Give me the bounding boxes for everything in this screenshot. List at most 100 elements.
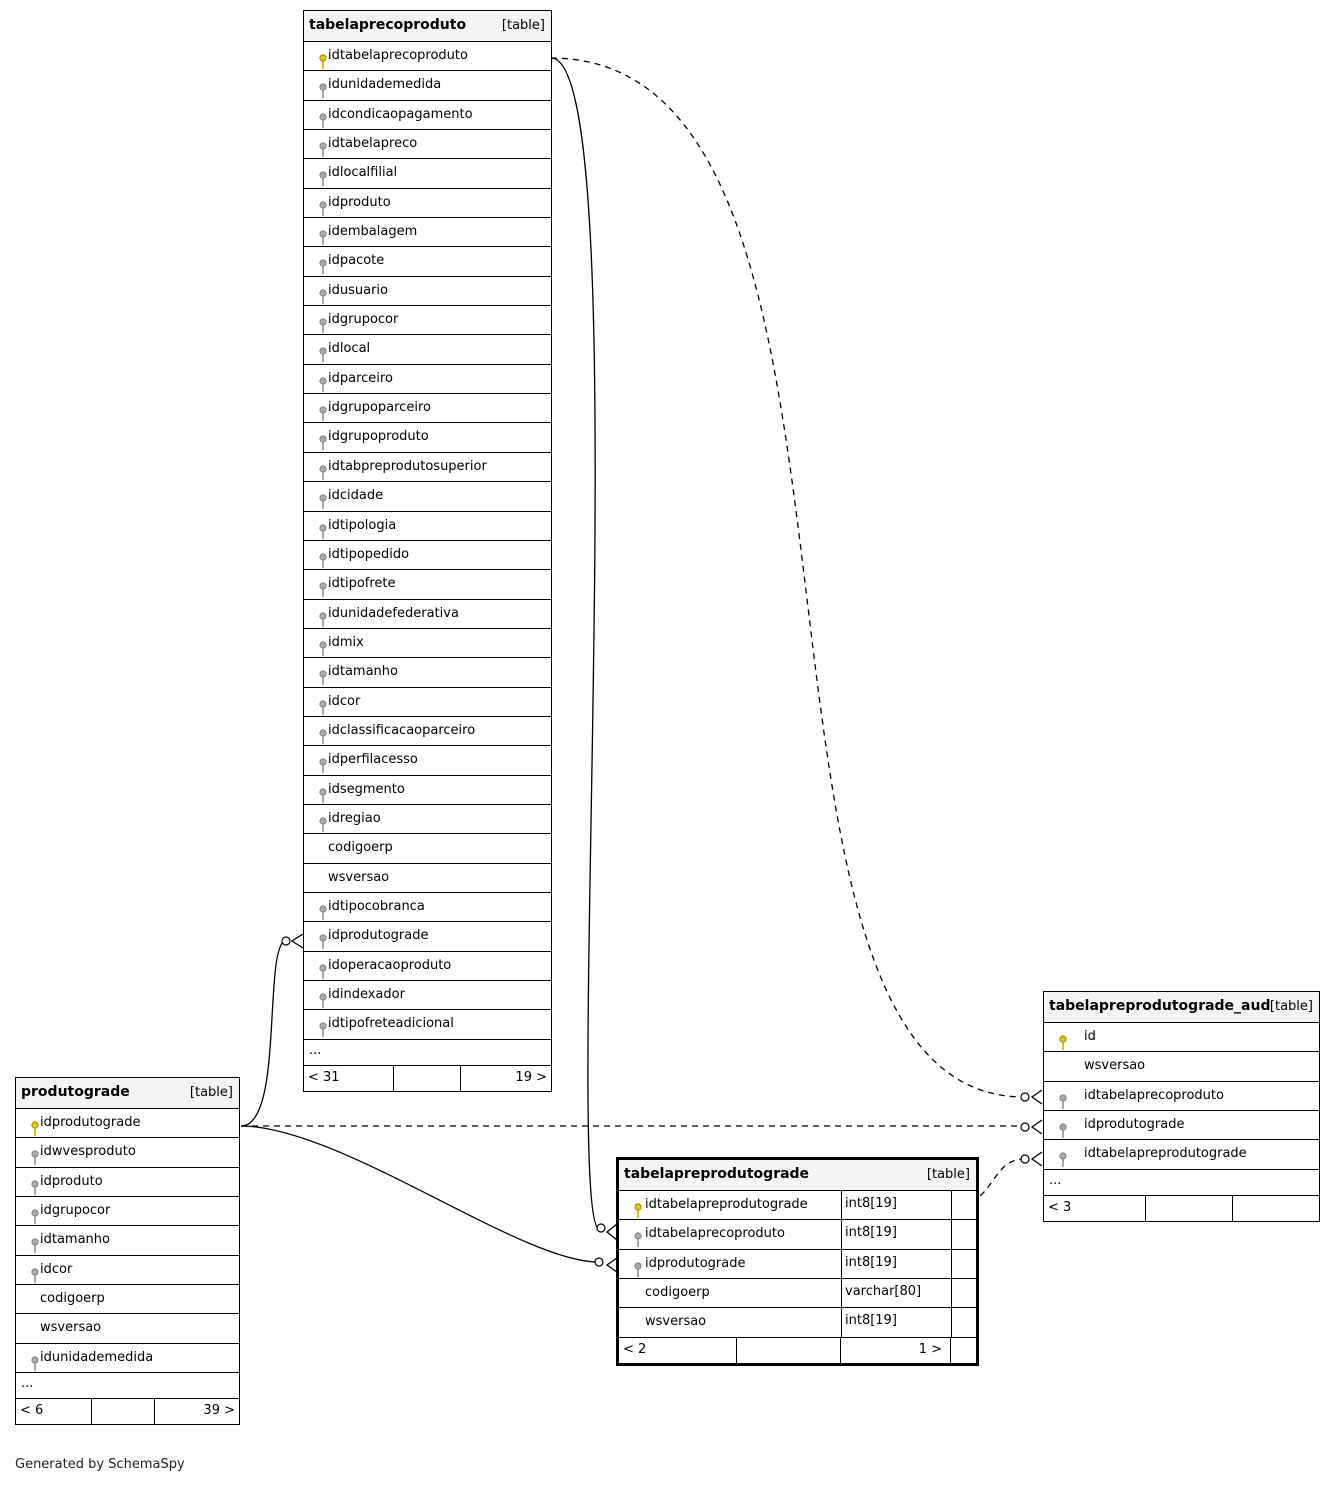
column-name: idembalagem [328, 224, 418, 240]
more-label: ... [21, 1376, 34, 1392]
more-columns[interactable]: ... [304, 1040, 551, 1066]
column-row[interactable]: idlocalfilial [304, 159, 551, 189]
children-count[interactable]: 19 > [515, 1069, 547, 1085]
foreign-key-icon [311, 195, 327, 216]
column-name: idclassificacaoparceiro [328, 722, 476, 738]
edge-endpoint-circle [1020, 1154, 1030, 1164]
column-row[interactable]: idtipocobranca [304, 893, 551, 923]
parents-count[interactable]: < 3 [1048, 1199, 1072, 1215]
column-row[interactable]: wsversao [16, 1314, 239, 1344]
column-row[interactable]: codigoerp [16, 1285, 239, 1315]
column-extra-cell [951, 1249, 952, 1279]
children-count[interactable]: 39 > [203, 1403, 235, 1419]
column-row[interactable]: idprodutograde [16, 1109, 239, 1139]
column-name: idparceiro [328, 370, 393, 386]
column-row[interactable]: idproduto [304, 189, 551, 219]
more-columns[interactable]: ... [1044, 1170, 1319, 1196]
column-row[interactable]: idtabelaprecoproduto [1044, 1082, 1319, 1112]
column-row[interactable]: idtabpreprodutosuperior [304, 453, 551, 483]
foreign-key-icon [23, 1144, 39, 1166]
parents-count[interactable]: < 2 [623, 1341, 647, 1357]
table-header[interactable]: tabelaprecoproduto [table] [304, 11, 551, 42]
table-tabelaprecoproduto[interactable]: tabelaprecoproduto [table] idtabelapreco… [303, 10, 552, 1092]
column-row[interactable]: idembalagem [304, 218, 551, 248]
foreign-key-icon [311, 488, 327, 510]
column-name: idunidadefederativa [328, 605, 459, 621]
edge-crowfoot [1030, 1119, 1043, 1135]
column-row[interactable]: idpacote [304, 247, 551, 277]
column-row[interactable]: idtipopedido [304, 541, 551, 571]
column-row[interactable]: idusuario [304, 277, 551, 307]
column-row[interactable]: idcor [16, 1256, 239, 1286]
column-row[interactable]: idregiao [304, 805, 551, 835]
column-row[interactable]: idwvesproduto [16, 1138, 239, 1168]
parents-count[interactable]: < 31 [308, 1069, 340, 1085]
column-extra-cell [951, 1220, 952, 1249]
column-row[interactable]: wsversao [1044, 1052, 1319, 1082]
column-row[interactable]: codigoerp [304, 834, 551, 864]
column-row[interactable]: idtipofreteadicional [304, 1010, 551, 1040]
column-row[interactable]: idtamanho [304, 658, 551, 688]
column-row[interactable]: idgrupocor [16, 1197, 239, 1227]
column-row[interactable]: idgrupoproduto [304, 423, 551, 453]
column-row[interactable]: idtabelapreco [304, 130, 551, 160]
column-row[interactable]: idtipofrete [304, 570, 551, 600]
column-name: idtabelapreprodutograde [1084, 1146, 1247, 1162]
column-row[interactable]: idprodutograde [1044, 1111, 1319, 1141]
footer-divider [950, 1337, 951, 1363]
table-header[interactable]: tabelapreprodutograde [table] [619, 1160, 976, 1191]
table-header[interactable]: tabelapreprodutograde_aud [table] [1044, 992, 1319, 1023]
column-row[interactable]: id [1044, 1023, 1319, 1053]
column-row[interactable]: idgrupoparceiro [304, 394, 551, 424]
column-row[interactable]: idunidademedida [16, 1344, 239, 1374]
children-count[interactable]: 1 > [918, 1341, 942, 1357]
column-row[interactable]: idgrupocor [304, 306, 551, 336]
primary-key-icon [1051, 1029, 1067, 1050]
foreign-key-icon [1051, 1117, 1067, 1139]
column-name: idtamanho [328, 664, 398, 680]
column-row[interactable]: idperfilacesso [304, 746, 551, 776]
column-row[interactable]: wsversao [304, 864, 551, 893]
parents-count[interactable]: < 6 [20, 1403, 44, 1419]
foreign-key-icon [311, 547, 327, 568]
column-row[interactable]: idunidademedida [304, 71, 551, 101]
column-row[interactable]: idcor [304, 688, 551, 717]
foreign-key-icon [311, 811, 327, 832]
column-row[interactable]: idtabelapreprodutograde [1044, 1140, 1319, 1170]
column-row[interactable]: idlocal [304, 335, 551, 365]
table-header[interactable]: produtograde [table] [16, 1078, 239, 1109]
column-row[interactable]: idtabelaprecoproduto [304, 42, 551, 72]
column-row[interactable]: idtamanho [16, 1226, 239, 1256]
column-row[interactable]: idoperacaoproduto [304, 952, 551, 981]
column-row[interactable]: idcondicaopagamento [304, 101, 551, 131]
column-row[interactable]: idunidadefederativa [304, 600, 551, 629]
column-extra-cell [951, 1308, 952, 1337]
table-name: produtograde [21, 1084, 130, 1100]
column-name: idsegmento [328, 781, 405, 797]
foreign-key-icon [311, 928, 327, 950]
table-tabelapreprodutograde[interactable]: tabelapreprodutograde [table] idtabelapr… [616, 1157, 979, 1366]
column-row[interactable]: idindexador [304, 981, 551, 1011]
column-row[interactable]: idparceiro [304, 365, 551, 395]
column-name: codigoerp [40, 1291, 105, 1307]
column-row[interactable]: idclassificacaoparceiro [304, 717, 551, 747]
column-row[interactable]: idmix [304, 629, 551, 659]
column-name: idtipofrete [328, 576, 396, 592]
column-row[interactable]: idprodutograde [304, 922, 551, 952]
column-row[interactable]: idcidade [304, 482, 551, 512]
column-row[interactable]: idtipologia [304, 512, 551, 541]
foreign-key-icon [23, 1262, 39, 1283]
column-row[interactable]: idproduto [16, 1168, 239, 1198]
column-name: idtabelaprecoproduto [1084, 1087, 1224, 1103]
more-columns[interactable]: ... [16, 1373, 239, 1400]
column-name: idregiao [328, 810, 381, 826]
column-row[interactable]: idsegmento [304, 776, 551, 805]
